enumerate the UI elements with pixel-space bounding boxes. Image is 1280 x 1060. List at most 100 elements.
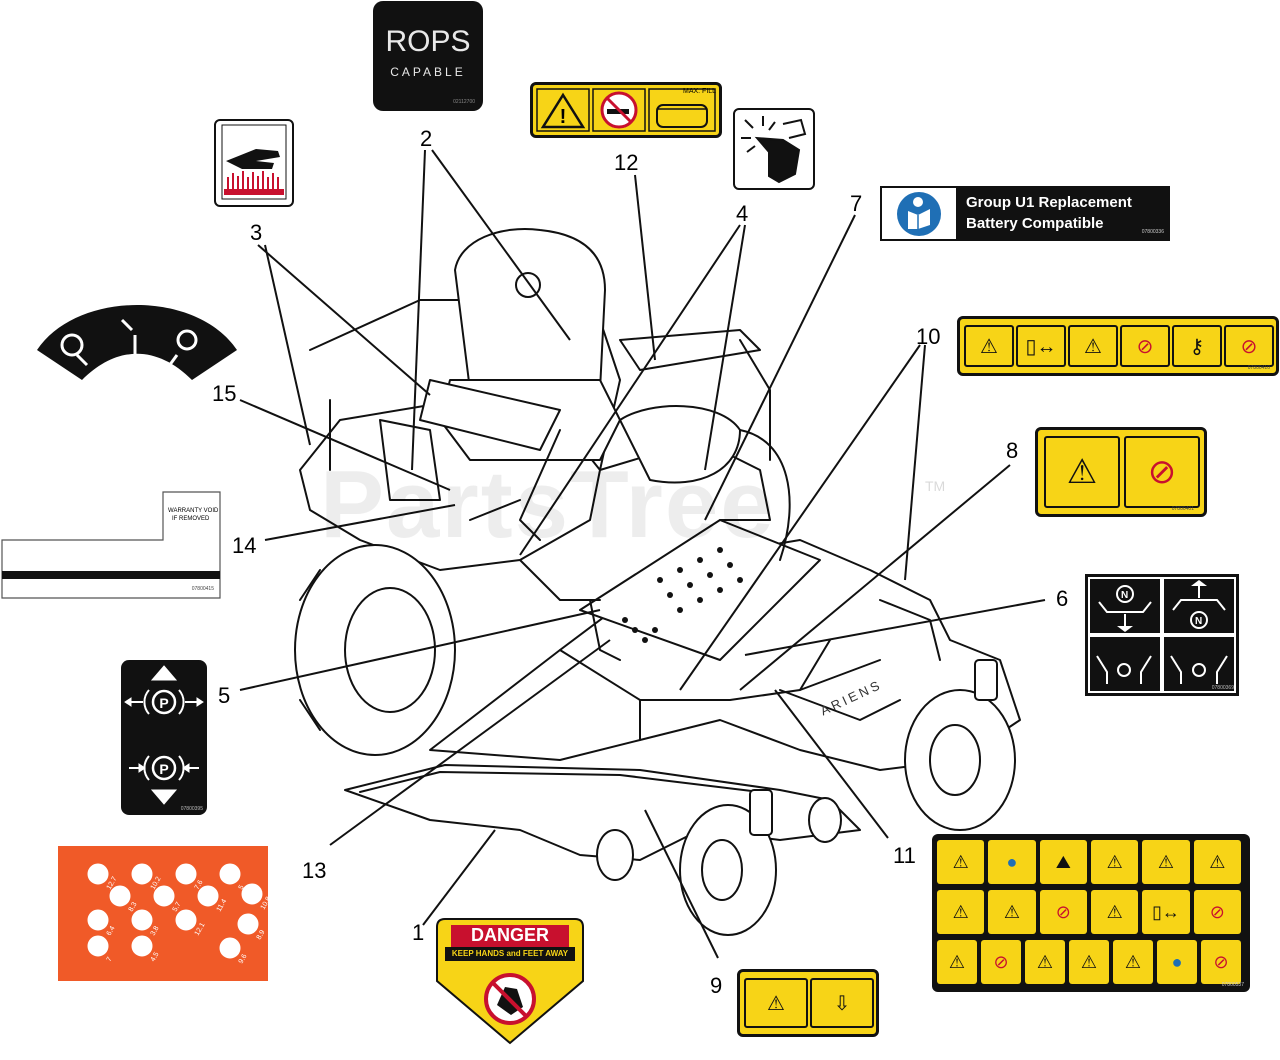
rops-title: ROPS: [385, 25, 471, 58]
callout-14: 14: [232, 533, 257, 558]
pedal-warning-icon-1: ⚠: [744, 978, 808, 1028]
safety-icon: ⚠: [937, 940, 977, 984]
hot-surface-icon: [221, 124, 287, 200]
height-setting: 5: [219, 863, 246, 891]
height-value: 10.8: [260, 896, 268, 911]
watermark-tm: TM: [925, 478, 946, 494]
height-setting: 12.1: [175, 909, 207, 937]
blade-warning-icon: ⚠: [1044, 436, 1120, 508]
rear-wheel-left: [294, 544, 456, 756]
fuel-warning-icon: !: [536, 88, 716, 132]
battery-line2: Battery Compatible: [966, 215, 1104, 232]
danger-decal: DANGER KEEP HANDS and FEET AWAY: [435, 917, 585, 1045]
control-lever-right: [619, 329, 761, 371]
blade-code: 07800401: [1171, 506, 1194, 512]
safety-icon: ⛰: [1039, 840, 1087, 884]
callout-7: 7: [850, 191, 863, 216]
fuel-max-fill: MAX. FILL: [683, 88, 717, 95]
height-value: 6.4: [106, 925, 117, 937]
pedal-warning-decal: ⚠ ⇩: [737, 969, 879, 1037]
height-setting: 7.6: [175, 863, 205, 891]
front-caster-right: [904, 689, 1016, 831]
operator-warning-strip: ⚠ ▯↔ ⚠ ⊘ ⚷ ⊘ 07800410: [957, 316, 1279, 376]
blade-warning-decal: ⚠ ⊘ 07800401: [1035, 427, 1207, 517]
safety-icon: ⚠: [1025, 940, 1065, 984]
callout-6: 6: [1056, 586, 1069, 611]
battery-decal: Group U1 Replacement Battery Compatible …: [880, 186, 1170, 241]
battery-line1: Group U1 Replacement: [966, 194, 1132, 211]
safety-icon: ⚠: [1091, 840, 1139, 884]
callout-1: 1: [412, 920, 425, 945]
footplate: [579, 519, 821, 661]
warranty-line1: WARRANTY VOID: [168, 508, 219, 514]
height-setting: 11.4: [197, 885, 228, 913]
callout-8: 8: [1006, 438, 1019, 463]
height-value: 5: [238, 884, 246, 891]
hand-crush-decal: [733, 108, 815, 190]
height-setting: 8.9: [237, 913, 267, 941]
strip-icon-key: ⚷: [1172, 325, 1222, 367]
height-value: 3.8: [150, 925, 161, 937]
strip-code: 07800410: [1247, 365, 1270, 371]
safety-icon: ⚠: [988, 890, 1036, 934]
battery-code: 07800336: [1141, 229, 1164, 235]
height-value: 8.3: [128, 901, 139, 913]
danger-title: DANGER: [470, 925, 549, 945]
watermark: PartsTree: [320, 451, 776, 558]
hot-surface-decal: [214, 119, 294, 207]
pedal-warning-icon-2: ⇩: [810, 978, 874, 1028]
rops-code: 02112700: [453, 99, 475, 105]
front-caster-left: [679, 804, 777, 936]
height-setting: 10.2: [131, 863, 163, 891]
cutting-height-decal: 12.7 10.2 7.6 5 10.8 8.3 5.7 11.4 8.9 6.4 3.8 12.1 9…: [58, 846, 268, 981]
callout-15: 15: [212, 381, 237, 406]
safety-grid-code: 07800537: [1221, 982, 1244, 988]
callout-9: 9: [710, 973, 723, 998]
height-setting: 10.8: [241, 883, 268, 911]
safety-icon: ⚠: [1113, 940, 1153, 984]
height-setting: 5.7: [153, 885, 183, 913]
control-lever-icon: NN: [1088, 577, 1236, 693]
height-setting: 9.6: [219, 937, 249, 965]
callout-2: 2: [420, 126, 433, 151]
safety-icon: ⚠: [937, 890, 985, 934]
safety-grid-decal: ⚠●⛰⚠⚠⚠⚠⚠⊘⚠▯↔⊘⚠⊘⚠⚠⚠●⊘ 07800537: [932, 834, 1250, 992]
motion-control-code: 07800369: [1211, 685, 1234, 691]
height-value: 7: [106, 956, 114, 963]
strip-icon-warning: ⚠: [964, 325, 1014, 367]
callout-13: 13: [302, 858, 327, 883]
callout-11: 11: [893, 843, 916, 868]
safety-icon: ⊘: [1193, 890, 1241, 934]
safety-icon: ⚠: [1069, 940, 1109, 984]
height-value: 9.6: [238, 953, 249, 965]
rops-decal: ROPS CAPABLE 02112700: [373, 1, 483, 111]
strip-icon-distance: ▯↔: [1016, 325, 1066, 367]
read-manual-icon: [897, 192, 941, 236]
control-arc-decal: [37, 305, 237, 380]
safety-icon: ⚠: [937, 840, 985, 884]
safety-icon: ⊘: [1201, 940, 1241, 984]
height-setting: 4.5: [131, 935, 161, 963]
control-lever-left: [419, 379, 561, 451]
hand-crush-icon: [741, 116, 807, 184]
height-setting: 12.7: [87, 863, 119, 891]
svg-text:P: P: [159, 695, 168, 711]
callout-4: 4: [736, 201, 749, 226]
warranty-code: 07800415: [191, 586, 214, 592]
safety-icon: ●: [988, 840, 1036, 884]
leader-lines: [239, 149, 1046, 959]
callout-3: 3: [250, 220, 263, 245]
callout-12: 12: [614, 150, 639, 175]
height-setting: 3.8: [131, 909, 161, 937]
svg-text:!: !: [560, 106, 567, 128]
blade-no-rotate-icon: ⊘: [1124, 436, 1200, 508]
safety-icon: ⚠: [1193, 840, 1241, 884]
safety-icon: ●: [1157, 940, 1197, 984]
height-value: 4.5: [150, 951, 161, 963]
parking-brake-icon: P P: [124, 665, 204, 805]
safety-icon: ▯↔: [1142, 890, 1190, 934]
strip-icon-slope: ⚠: [1068, 325, 1118, 367]
callout-5: 5: [218, 683, 231, 708]
